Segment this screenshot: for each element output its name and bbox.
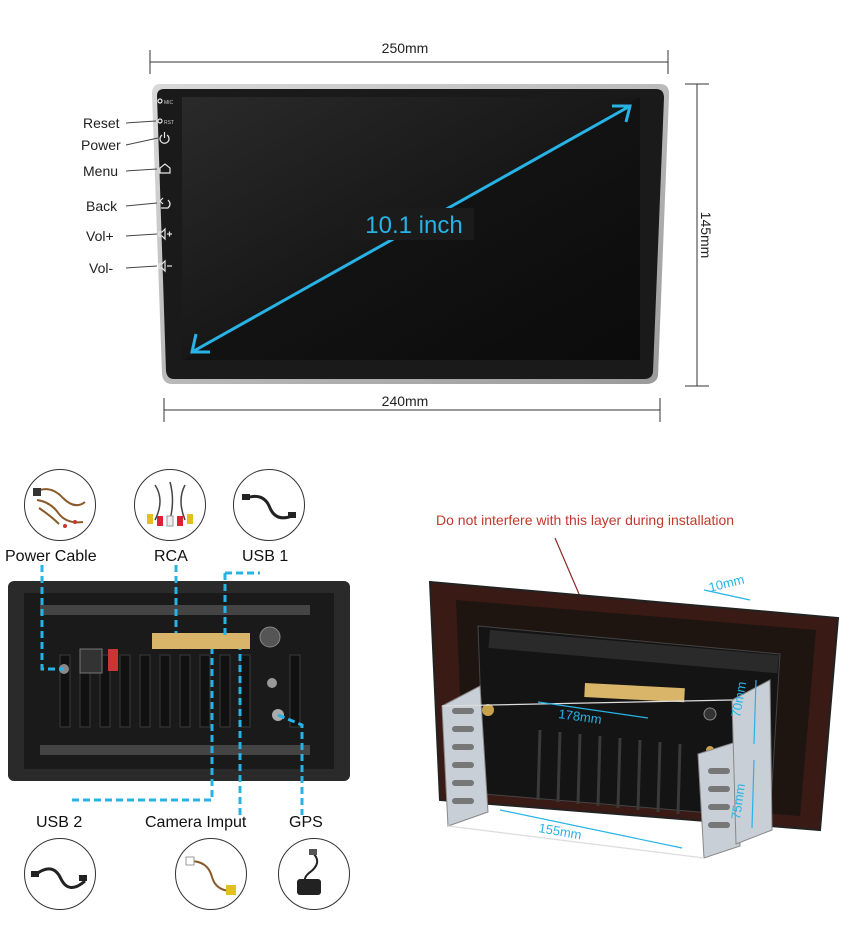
dim-height-lower: 75mm bbox=[728, 783, 748, 821]
connector-label-usb2: USB 2 bbox=[36, 814, 83, 831]
width-top-dimension bbox=[149, 50, 669, 74]
height-label: 145mm bbox=[698, 212, 714, 259]
dim-height-upper: 70mm bbox=[728, 680, 749, 718]
dim-bracket-depth: 155mm bbox=[537, 820, 582, 842]
right-bracket bbox=[697, 679, 773, 859]
install-diagram: 10mm 178mm 70mm 75mm 155mm bbox=[428, 537, 840, 859]
connector-label-gps: GPS bbox=[289, 814, 323, 831]
connector-label-rca: RCA bbox=[154, 548, 188, 565]
screen-size-label: 10.1 inch bbox=[365, 212, 462, 239]
mic-tiny-label: MIC bbox=[164, 100, 174, 106]
volume-down-icon[interactable] bbox=[158, 259, 172, 273]
camera-cable-icon bbox=[175, 838, 247, 910]
dim-inner-width: 178mm bbox=[558, 706, 603, 727]
reset-dot-icon[interactable] bbox=[157, 118, 163, 124]
front-view-diagram: MIC RST 10.1 inch 250mm 240mm 145mm Rese… bbox=[81, 40, 714, 422]
side-label-vol-down: Vol- bbox=[89, 260, 113, 276]
install-warning-text: Do not interfere with this layer during … bbox=[436, 512, 735, 528]
connector-label-usb1: USB 1 bbox=[242, 548, 289, 565]
usb-cable-icon-2 bbox=[24, 838, 96, 910]
width-top-label: 250mm bbox=[382, 40, 429, 56]
back-icon[interactable] bbox=[159, 197, 171, 209]
side-label-power: Power bbox=[81, 137, 121, 153]
usb-cable-icon-1 bbox=[233, 469, 305, 541]
rca-cable-icon bbox=[134, 469, 206, 541]
rear-connector-diagram bbox=[8, 565, 350, 815]
side-label-menu: Menu bbox=[83, 163, 118, 179]
volume-up-icon[interactable] bbox=[158, 227, 172, 241]
side-label-back: Back bbox=[86, 198, 118, 214]
height-dimension bbox=[685, 83, 709, 387]
power-icon[interactable] bbox=[159, 132, 170, 144]
left-bracket bbox=[441, 685, 489, 827]
rst-tiny-label: RST bbox=[164, 120, 174, 126]
side-label-reset: Reset bbox=[83, 115, 120, 131]
width-bottom-dimension bbox=[163, 398, 661, 422]
power-harness-icon bbox=[24, 469, 96, 541]
button-leader-lines bbox=[125, 120, 159, 269]
connector-label-power-cable: Power Cable bbox=[5, 548, 97, 565]
mic-icon bbox=[157, 98, 163, 104]
side-label-vol-up: Vol+ bbox=[86, 228, 114, 244]
width-bottom-label: 240mm bbox=[382, 393, 429, 409]
usb1-port bbox=[259, 626, 281, 648]
dim-depth-top: 10mm bbox=[707, 572, 746, 595]
rca-port-block bbox=[152, 633, 250, 649]
home-icon[interactable] bbox=[159, 163, 171, 174]
gps-antenna-icon bbox=[278, 838, 350, 910]
connector-label-camera: Camera Imput bbox=[145, 814, 247, 831]
